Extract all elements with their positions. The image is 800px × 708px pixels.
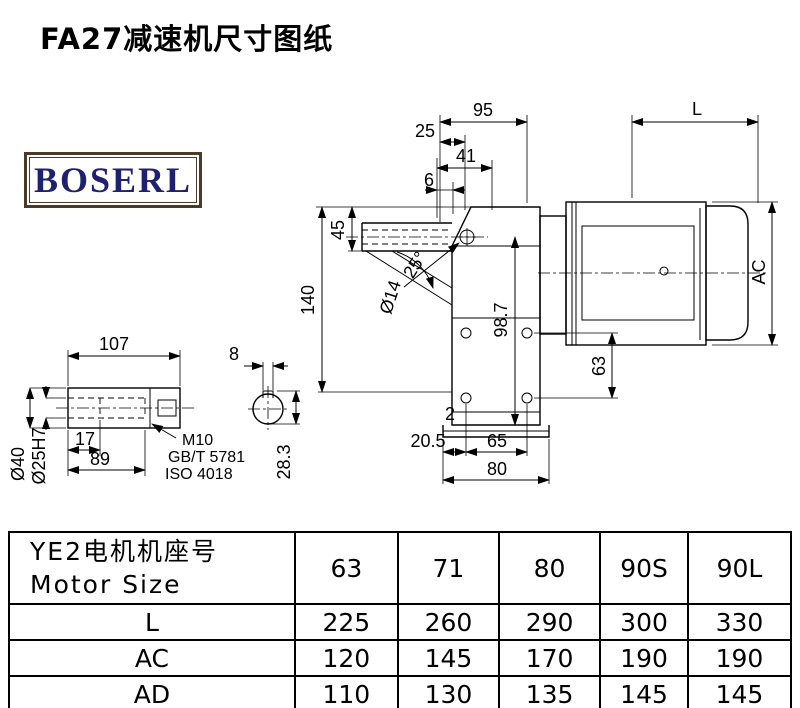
dim-45: 45: [328, 220, 348, 240]
cell-L-63: 225: [293, 603, 399, 641]
dim-80: 80: [487, 459, 507, 479]
dim-65: 65: [487, 431, 507, 451]
dim-6: 6: [424, 170, 434, 190]
row-label-AD: AD: [8, 675, 296, 708]
cell-L-71: 260: [396, 603, 500, 641]
dim-28-3: 28.3: [274, 444, 294, 479]
motor-outline: [538, 201, 768, 346]
cell-L-80: 290: [497, 603, 602, 641]
header-en: Motor Size: [30, 570, 182, 599]
row-label-AC: AC: [8, 639, 296, 677]
dim-95: 95: [473, 100, 493, 120]
dim-2: 2: [445, 404, 455, 424]
label-std-gb: GB/T 5781: [168, 449, 245, 466]
dim-AC: AC: [749, 259, 769, 284]
dim-17: 17: [75, 429, 95, 449]
dim-98-7: 98.7: [491, 302, 511, 337]
dim-140: 140: [298, 285, 318, 315]
label-std-iso: ISO 4018: [165, 466, 233, 483]
table-row-AD: AD 110 130 135 145 145: [8, 675, 793, 708]
row-label-L: L: [8, 603, 296, 641]
dim-25: 25: [415, 121, 435, 141]
cell-AC-90s: 190: [599, 639, 689, 677]
dimension-lines-main: [316, 115, 778, 484]
dimension-labels-shaft: 107 8 17 89 M10 GB/T 5781 ISO 4018 Ø40 Ø…: [8, 334, 294, 485]
cell-AC-63: 120: [293, 639, 399, 677]
label-thread-m10: M10: [182, 432, 213, 449]
cell-AD-63: 110: [293, 675, 399, 708]
col-80: 80: [497, 531, 602, 605]
col-90s: 90S: [599, 531, 689, 605]
dim-107: 107: [99, 334, 129, 354]
cell-AC-80: 170: [497, 639, 602, 677]
table-row-L: L 225 260 290 300 330: [8, 603, 793, 641]
cell-AC-71: 145: [396, 639, 500, 677]
col-63: 63: [293, 531, 399, 605]
boserl-logo: BOSERL: [24, 152, 202, 208]
shaft-detail-outline: [56, 386, 288, 430]
cell-AD-90s: 145: [599, 675, 689, 708]
header-motor-size: YE2电机机座号 Motor Size: [8, 531, 296, 605]
cell-L-90s: 300: [599, 603, 689, 641]
dim-20-5: 20.5: [410, 431, 445, 451]
header-cn: YE2电机机座号: [30, 537, 218, 566]
dim-L: L: [692, 99, 702, 119]
cell-AD-71: 130: [396, 675, 500, 708]
cell-AD-80: 135: [497, 675, 602, 708]
technical-drawing: 95 25 L 41 6 45 140 25° Ø14 98.7 AC 63 2…: [8, 99, 778, 485]
dimension-labels-main: 95 25 L 41 6 45 140 25° Ø14 98.7 AC 63 2…: [298, 99, 769, 479]
dim-dia-40: Ø40: [8, 447, 28, 481]
col-71: 71: [396, 531, 500, 605]
dim-89: 89: [90, 449, 110, 469]
logo-text: BOSERL: [33, 160, 193, 200]
col-90l: 90L: [686, 531, 793, 605]
dimension-lines-shaft: [26, 350, 300, 476]
dim-63: 63: [589, 356, 609, 376]
table-header-row: YE2电机机座号 Motor Size 63 71 80 90S 90L: [8, 531, 793, 605]
cell-AD-90l: 145: [686, 675, 793, 708]
cell-L-90l: 330: [686, 603, 793, 641]
dim-dia-25h7: Ø25H7: [29, 427, 49, 484]
dim-8: 8: [229, 344, 239, 364]
gearbox-outline: [346, 206, 550, 438]
cell-AC-90l: 190: [686, 639, 793, 677]
page-title: FA27减速机尺寸图纸: [40, 22, 334, 56]
motor-size-table: YE2电机机座号 Motor Size 63 71 80 90S 90L L 2…: [8, 531, 793, 708]
logo-frame: BOSERL: [29, 157, 197, 203]
dim-41: 41: [456, 146, 476, 166]
table-row-AC: AC 120 145 170 190 190: [8, 639, 793, 677]
dim-dia-14: Ø14: [376, 278, 406, 317]
dim-angle-25deg: 25°: [399, 248, 430, 282]
